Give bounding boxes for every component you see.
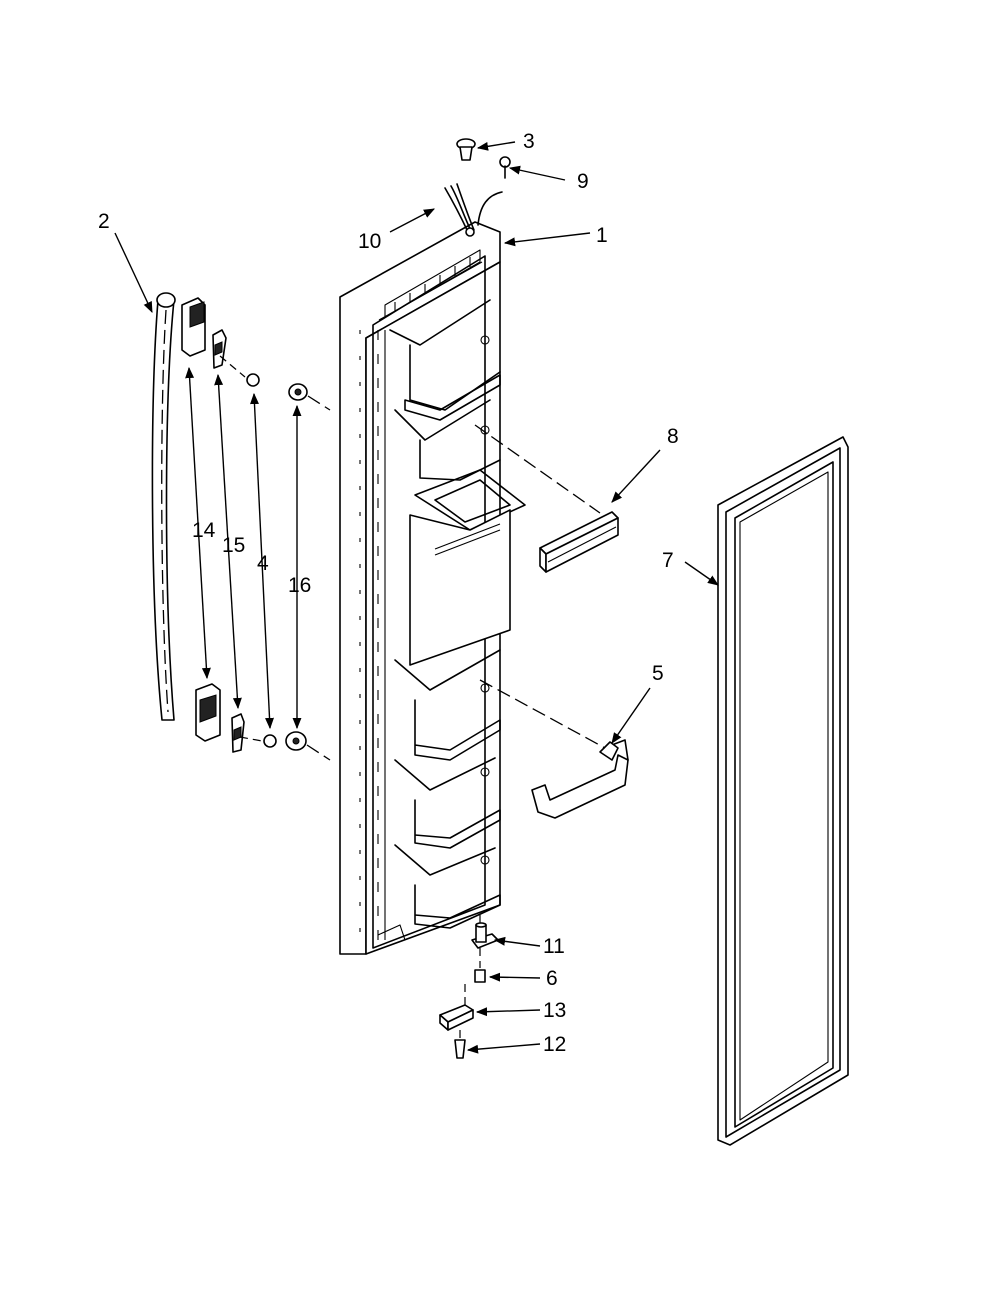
part-4-screw-bottom <box>239 734 277 748</box>
door-lower-shelves <box>394 335 501 929</box>
callout-6: 6 <box>546 967 558 990</box>
callout-labels: 1 2 3 4 5 6 7 8 9 10 11 12 13 14 15 16 <box>98 130 679 1056</box>
callout-10: 10 <box>358 230 381 253</box>
leader-lines <box>114 141 719 1054</box>
callout-16: 16 <box>288 574 311 597</box>
callout-5: 5 <box>652 662 664 685</box>
part-10-wire-harness <box>444 183 503 237</box>
part-16-spacer-top <box>288 383 331 411</box>
part-14-end-cap-bottom <box>195 683 221 742</box>
part-13-hinge-bracket <box>439 984 474 1031</box>
part-5-door-bin <box>479 679 629 819</box>
part-3-plug <box>456 138 476 161</box>
callout-12: 12 <box>543 1033 566 1056</box>
part-7-gasket <box>717 436 849 1146</box>
callout-1: 1 <box>596 224 608 247</box>
callout-15: 15 <box>222 534 245 557</box>
part-15-clip-bottom <box>231 713 245 753</box>
part-4-screw-top <box>219 355 260 387</box>
part-1-door <box>339 221 526 955</box>
assembly-arrows <box>185 366 302 730</box>
part-2-handle <box>151 292 176 721</box>
part-14-end-cap-top <box>181 297 206 357</box>
callout-9: 9 <box>577 170 589 193</box>
callout-2: 2 <box>98 210 110 233</box>
callout-7: 7 <box>662 549 674 572</box>
callout-11: 11 <box>543 935 565 958</box>
part-11-hinge-pin <box>471 915 499 949</box>
callout-4: 4 <box>257 552 269 575</box>
callout-8: 8 <box>667 425 679 448</box>
door-rim-marks <box>359 330 386 940</box>
door-dispenser <box>409 469 526 666</box>
callout-14: 14 <box>192 519 216 542</box>
part-12-screw <box>454 1030 466 1059</box>
callout-3: 3 <box>523 130 535 153</box>
part-6-washer <box>474 948 486 983</box>
door-top-vent <box>384 249 481 318</box>
part-9-screw <box>499 156 511 179</box>
part-15-clip-top <box>212 329 227 369</box>
part-8-trim-strip <box>474 424 619 573</box>
callout-13: 13 <box>543 999 566 1022</box>
part-16-spacer-bottom <box>285 731 331 761</box>
